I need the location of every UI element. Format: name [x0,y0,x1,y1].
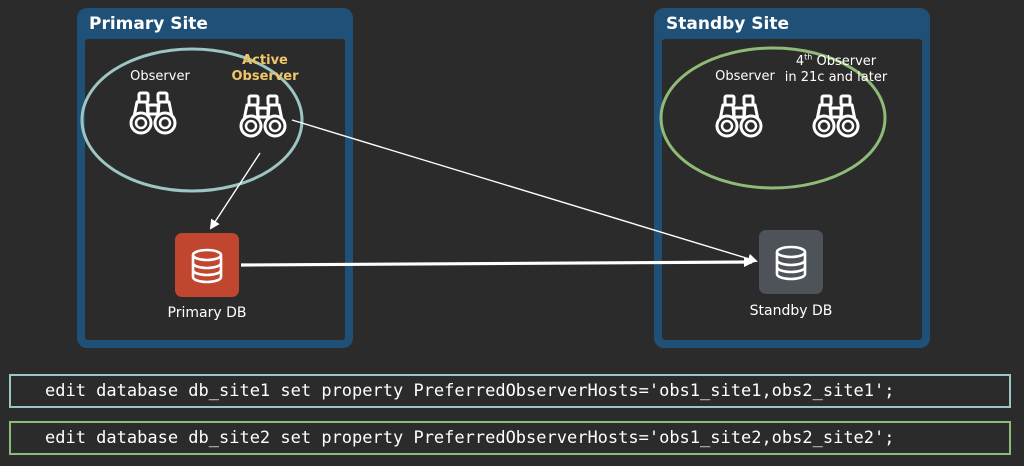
arrow-active-observer-to-primary-db [209,152,261,230]
fourth-observer-word: Observer [812,54,877,69]
binoculars-icon [715,94,763,138]
fourth-observer-suffix: th [804,52,813,62]
fourth-observer-label: 4th Observer in 21c and later [776,52,896,86]
binoculars-icon [812,94,860,138]
primary-db-label: Primary DB [167,305,247,321]
binoculars-icon [239,94,287,138]
primary-observer-group [80,47,304,193]
command-site2: edit database db_site2 set property Pref… [9,421,1011,455]
active-observer-label: Active Observer [231,53,299,84]
primary-db-node [175,233,239,297]
standby-site-title: Standby Site [666,14,790,34]
primary-site-title: Primary Site [89,14,208,34]
observer-label: Observer [130,69,190,84]
database-icon [775,245,807,281]
fourth-observer-version: in 21c and later [784,70,888,85]
standby-db-label: Standby DB [749,303,833,319]
binoculars-icon [129,91,177,135]
standby-observer-group [659,46,887,190]
fourth-observer-number: 4 [795,54,805,69]
observer-label: Observer [715,69,775,84]
database-icon [191,248,223,284]
command-site1: edit database db_site1 set property Pref… [9,374,1011,408]
standby-db-node [759,230,823,294]
arrow-active-observer-to-standby-db [291,119,758,264]
arrow-redo-transport [240,257,754,268]
